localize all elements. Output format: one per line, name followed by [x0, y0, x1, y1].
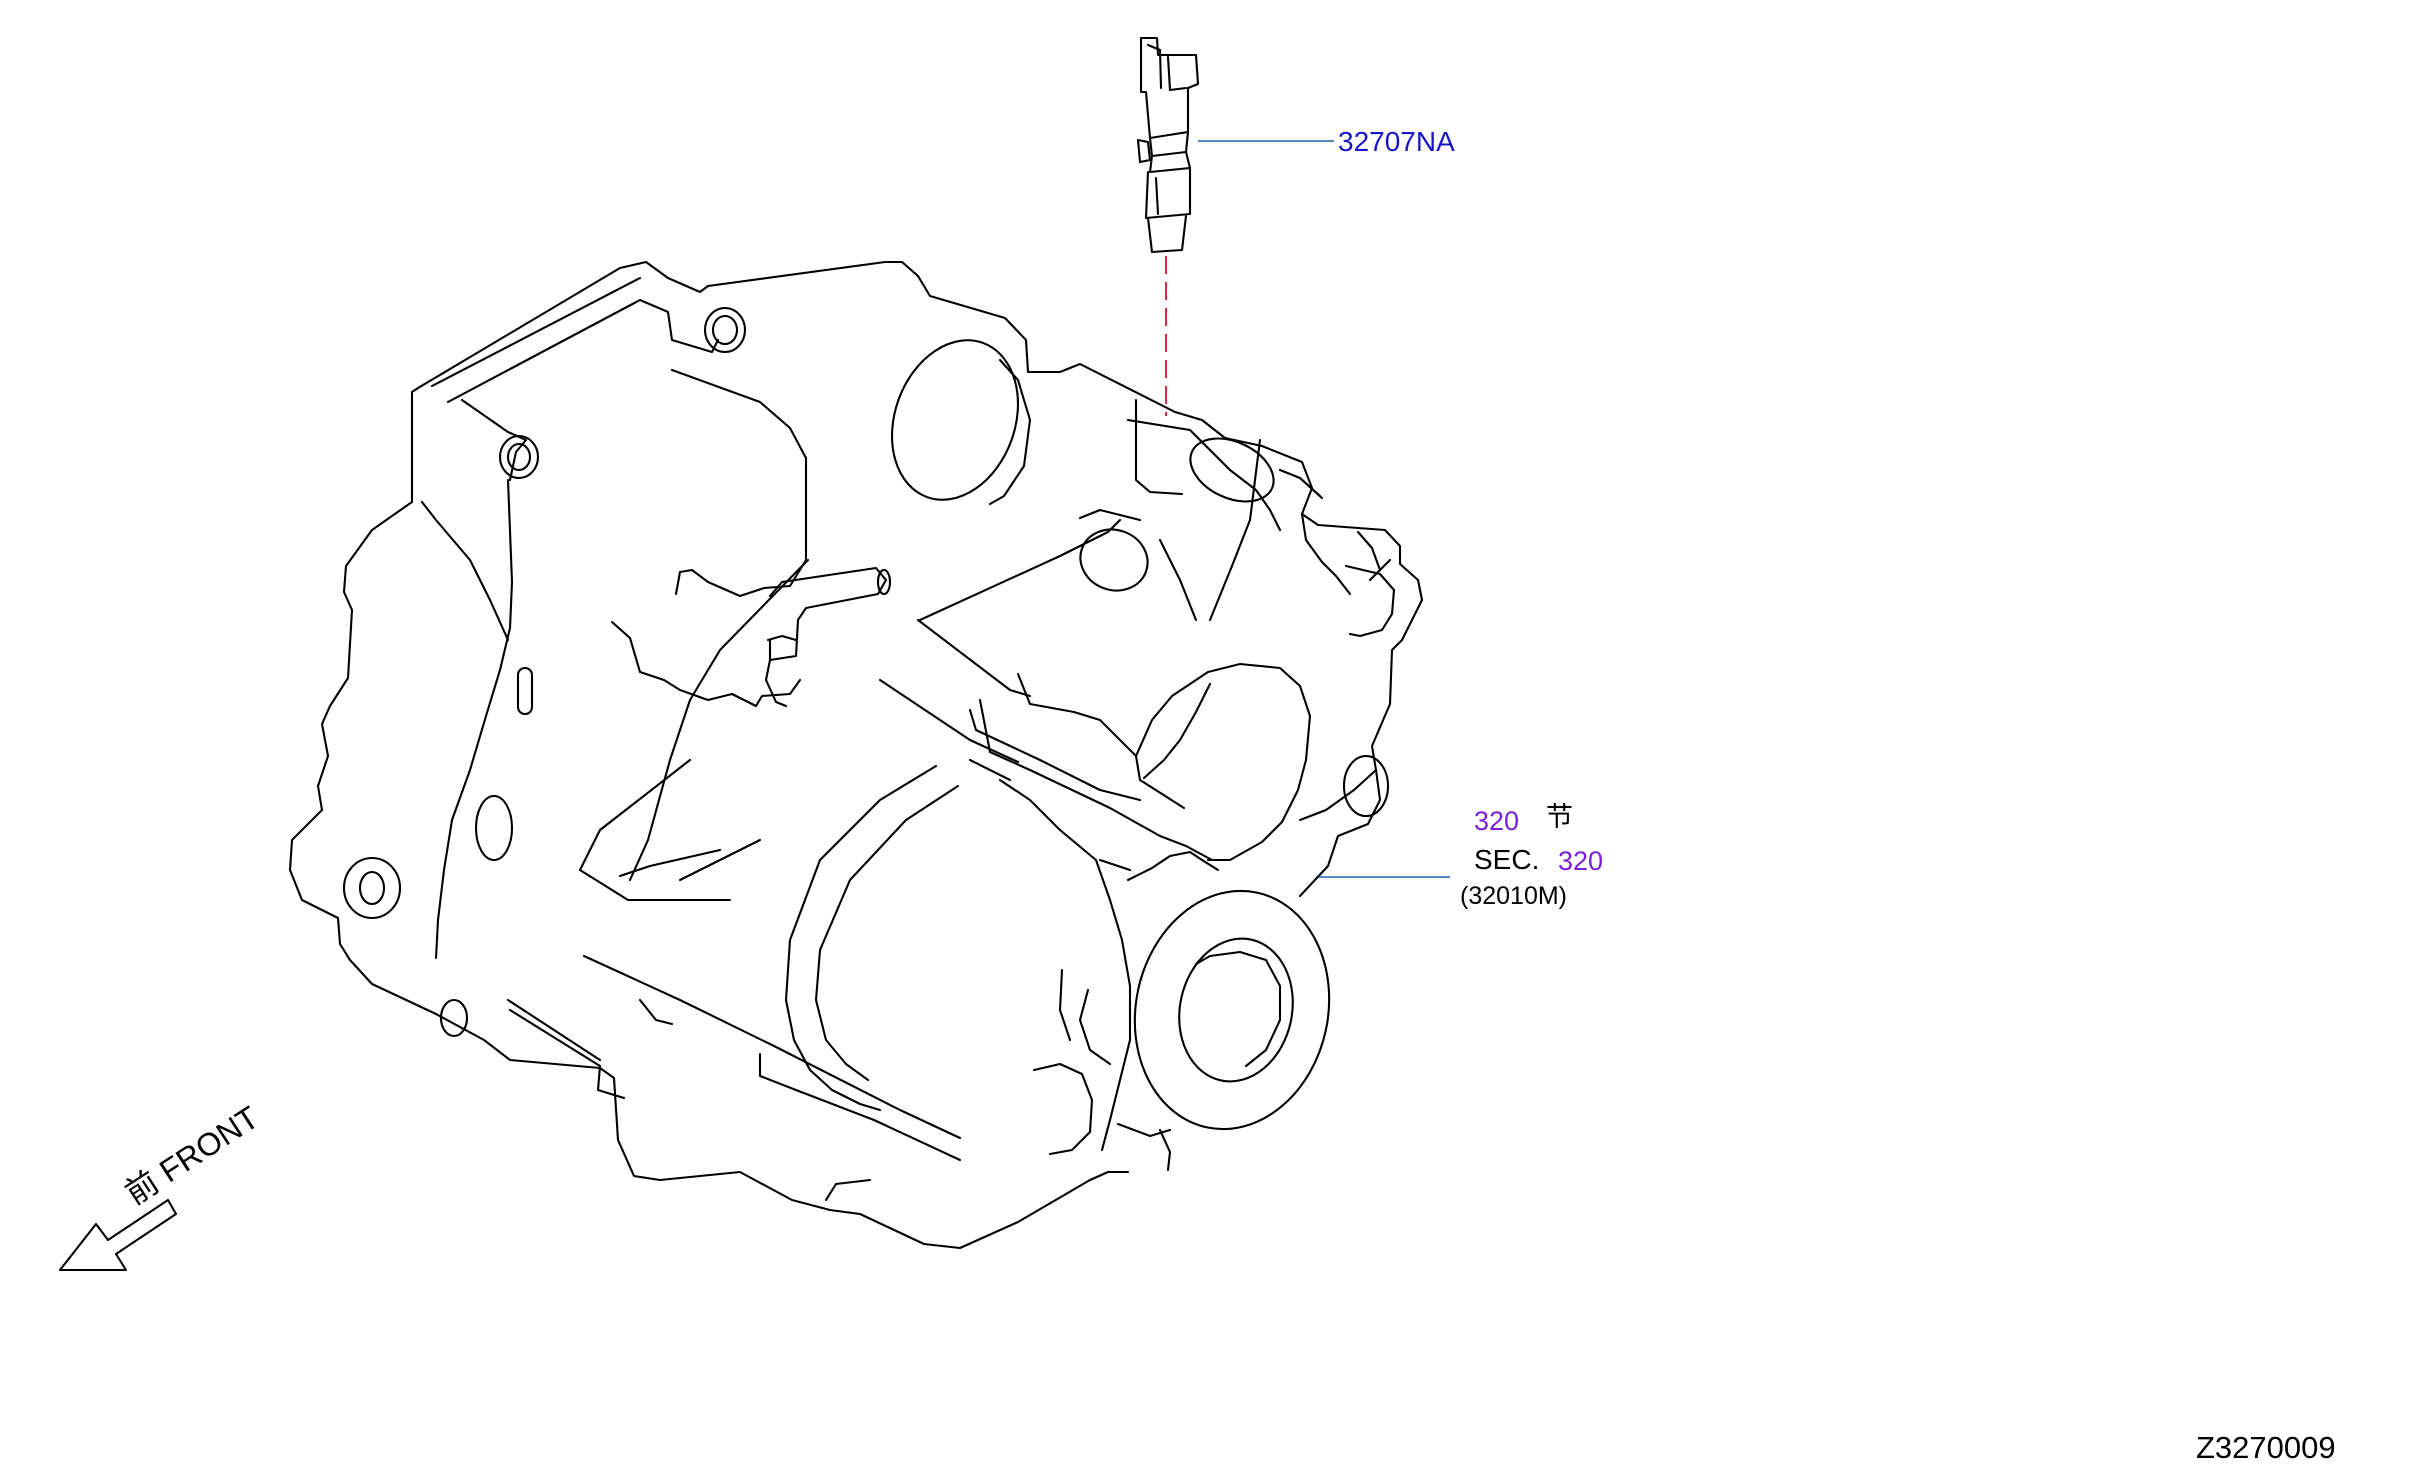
section-char-label: 节 [1546, 802, 1573, 832]
sub-ref-label: (32010M) [1460, 882, 1567, 910]
figure-code: Z3270009 [2196, 1430, 2336, 1465]
part-number-link[interactable]: 32707NA [1338, 126, 1455, 157]
section-ref-link[interactable]: 320 [1474, 806, 1520, 836]
speed-sensor-drawing[interactable] [1136, 36, 1200, 254]
sec-number-link[interactable]: 320 [1558, 846, 1604, 876]
transmission-housing-drawing [288, 260, 1424, 1250]
sec-prefix-label: SEC. [1474, 844, 1540, 875]
front-direction-arrow [58, 1198, 178, 1272]
